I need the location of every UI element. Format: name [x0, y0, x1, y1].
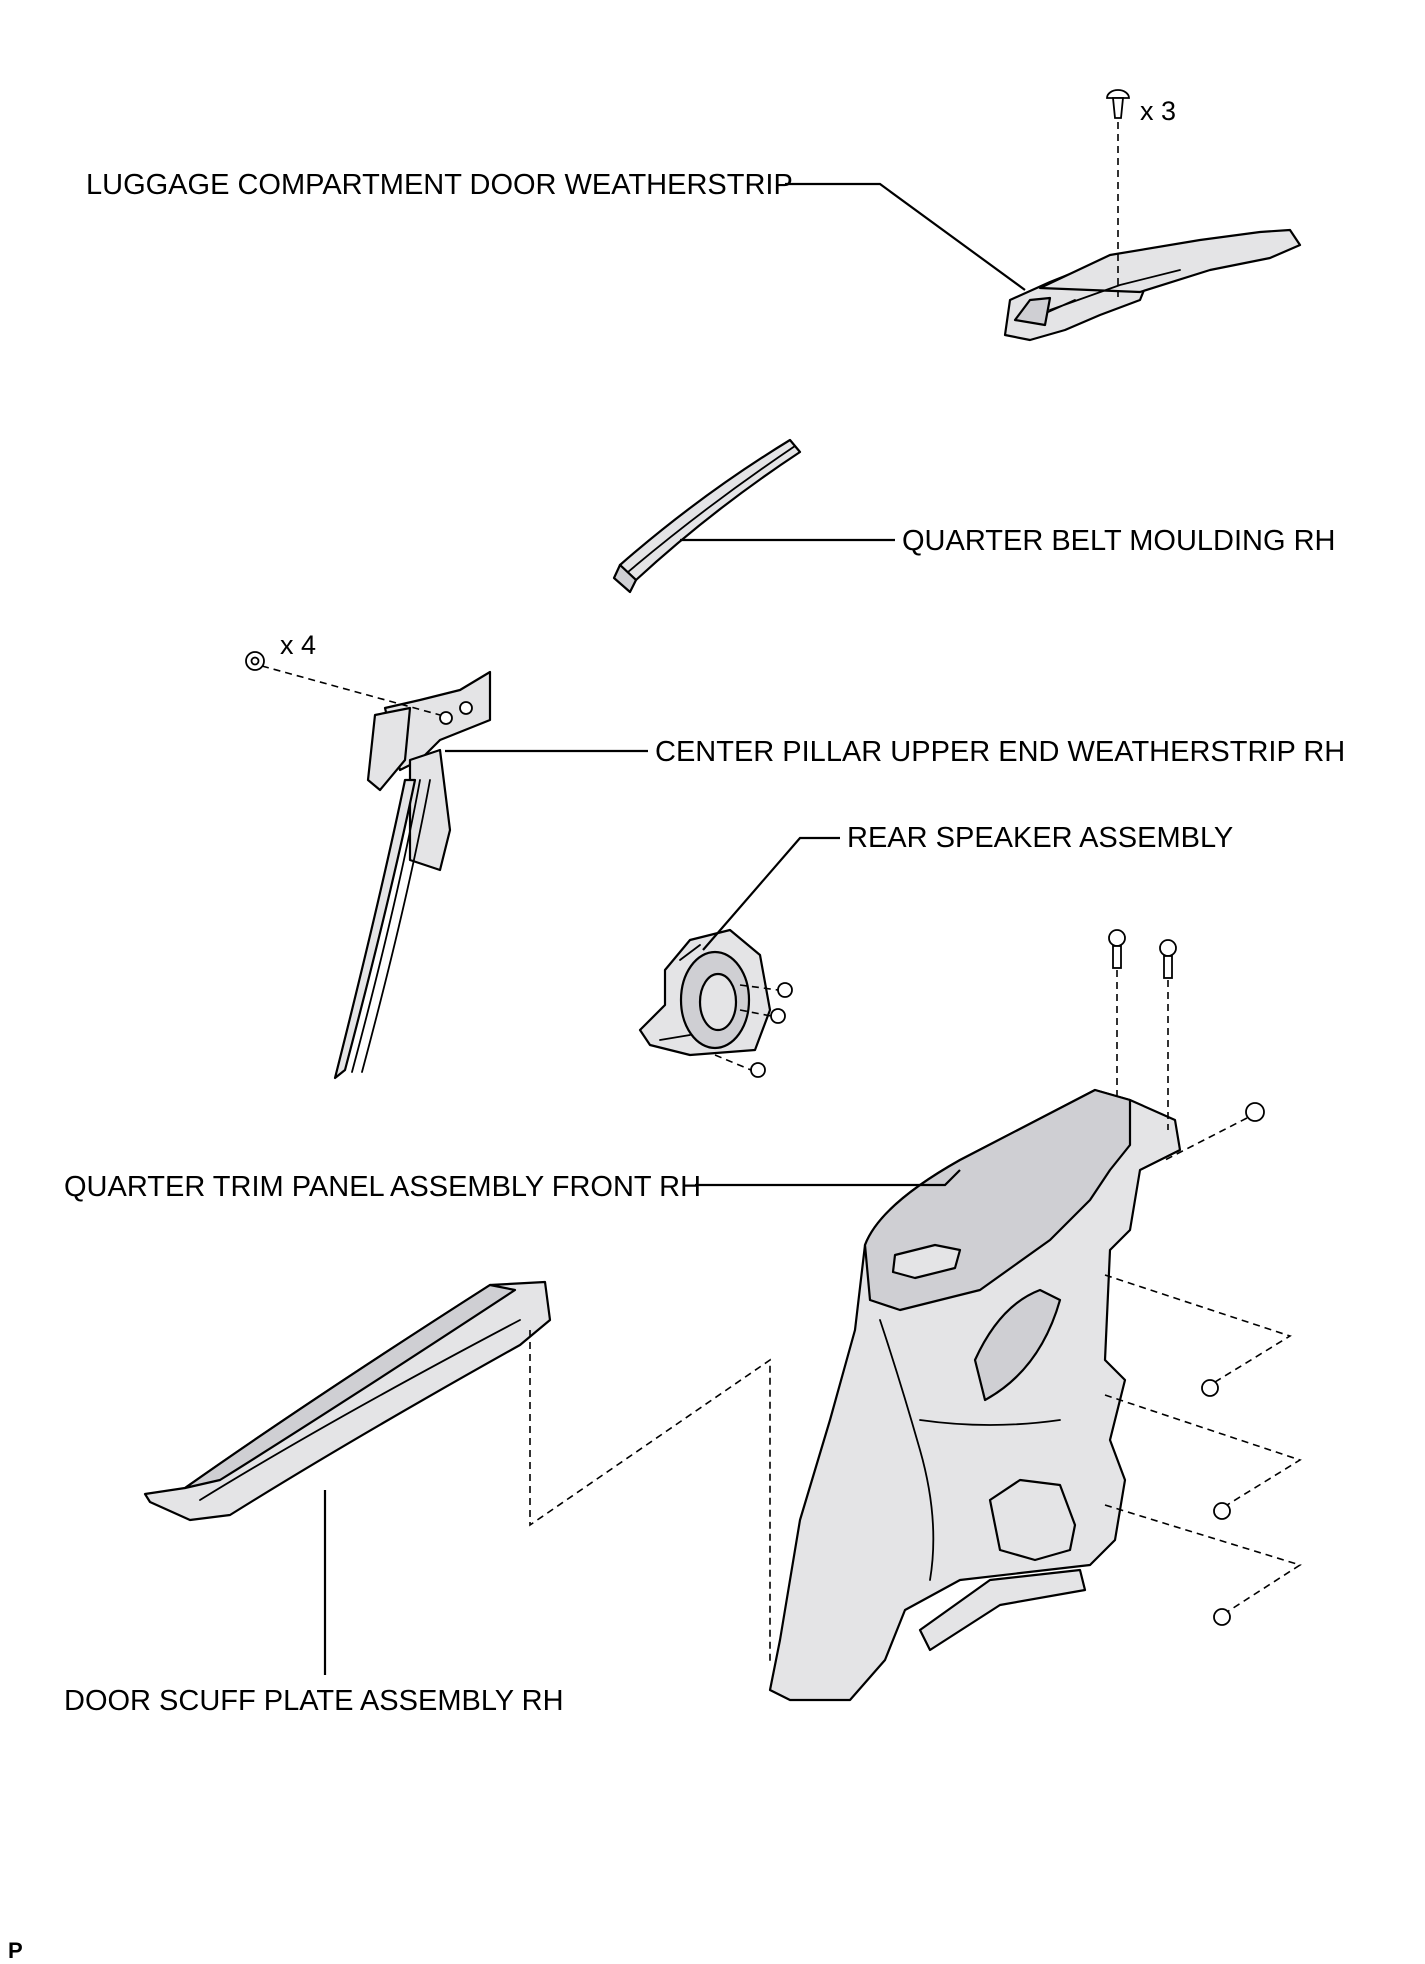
rear-speaker-label: REAR SPEAKER ASSEMBLY: [847, 822, 1233, 854]
clip-quantity-x3: x 3: [1140, 96, 1176, 126]
center-pillar-weatherstrip-part: [333, 670, 492, 1080]
rear-speaker-part: [638, 928, 772, 1057]
screw-guide-line: [714, 1054, 752, 1071]
luggage-weatherstrip-part: [1003, 228, 1302, 342]
clip-icon: [245, 651, 265, 671]
clip-guide-line: [261, 665, 441, 716]
screw-guide-line: [739, 1009, 772, 1017]
door-scuff-plate-part: [143, 1280, 552, 1522]
luggage-weatherstrip-leader: [785, 182, 1026, 291]
quarter-belt-label: QUARTER BELT MOULDING RH: [902, 525, 1335, 557]
clip-icon: [1106, 89, 1130, 119]
scuff-guide-line: [529, 1330, 771, 1665]
rear-speaker-leader: [702, 836, 840, 951]
screw-icon: [1108, 929, 1265, 1626]
quarter-trim-label: QUARTER TRIM PANEL ASSEMBLY FRONT RH: [64, 1171, 701, 1203]
door-scuff-label: DOOR SCUFF PLATE ASSEMBLY RH: [64, 1685, 564, 1717]
quarter-belt-moulding-part: [612, 438, 802, 594]
clip-quantity-x4: x 4: [280, 630, 316, 660]
quarter-trim-panel-part: [768, 1088, 1182, 1702]
quarter-trim-leader: [695, 1169, 961, 1187]
screw-guide-line: [739, 984, 779, 991]
screw-guide-line: [1104, 1504, 1302, 1613]
corner-reference-mark: P: [8, 1938, 23, 1963]
screw-guide-line: [1164, 1117, 1248, 1161]
luggage-weatherstrip-label: LUGGAGE COMPARTMENT DOOR WEATHERSTRIP: [86, 169, 793, 201]
center-pillar-label: CENTER PILLAR UPPER END WEATHERSTRIP RH: [655, 736, 1345, 768]
screw-guide-line: [1104, 1274, 1292, 1383]
screw-guide-line: [1104, 1394, 1302, 1506]
